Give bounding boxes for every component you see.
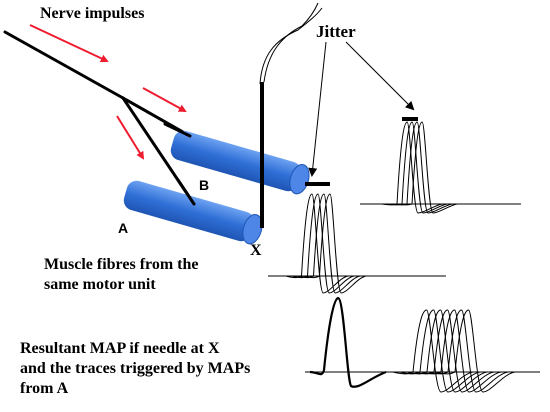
- muscle-fibres-caption-line2: same motor unit: [44, 276, 156, 293]
- jitter-bar-top: [402, 117, 418, 121]
- needle-leads: [259, 2, 323, 85]
- traces-mid-trace-2: [291, 193, 355, 294]
- traces-top-trace-2: [386, 121, 448, 214]
- resultant-map-caption: Resultant MAP if needle at X and the tra…: [20, 339, 250, 399]
- impulse-arrow-3: [116, 115, 145, 160]
- muscle-fibre-a: [123, 180, 263, 245]
- traces-top-trace-4: [396, 121, 458, 214]
- traces-br-trace-7: [434, 309, 516, 393]
- jitter-label: Jitter: [316, 22, 356, 41]
- traces-top-trace-3: [391, 121, 453, 214]
- resultant-caption-line2: and the traces triggered by MAPs: [20, 360, 251, 377]
- traces-mid-trace-3: [297, 193, 361, 294]
- resultant-caption-line1: Resultant MAP if needle at X: [20, 340, 220, 357]
- jitter-traces-mid: [285, 193, 367, 294]
- fibre-b-label: B: [199, 177, 210, 193]
- nerve-impulses-label: Nerve impulses: [40, 5, 145, 22]
- needle-x-label: X: [250, 242, 262, 259]
- traces-mid-trace-4: [303, 193, 367, 294]
- impulse-arrow-2: [142, 87, 187, 112]
- traces-br-trace-6: [427, 309, 509, 393]
- traces-mid-trace-1: [285, 193, 349, 294]
- fibre-a-label: A: [118, 220, 129, 236]
- muscle-fibres-caption-line1: Muscle fibres from the: [44, 256, 199, 273]
- traces-br-trace-4: [413, 309, 495, 393]
- muscle-fibres-caption: Muscle fibres from the same motor unit: [44, 255, 198, 295]
- impulse-arrow-1: [29, 24, 109, 63]
- resultant-map-trace: [309, 296, 387, 388]
- muscle-fibre-b: [170, 130, 310, 195]
- jitter-traces-top: [381, 121, 458, 214]
- jitter-bar-mid: [305, 182, 330, 186]
- resultant-caption-line3: from A: [20, 380, 69, 397]
- jitter-pointers: [308, 41, 415, 177]
- superimposed-traces: [392, 309, 516, 393]
